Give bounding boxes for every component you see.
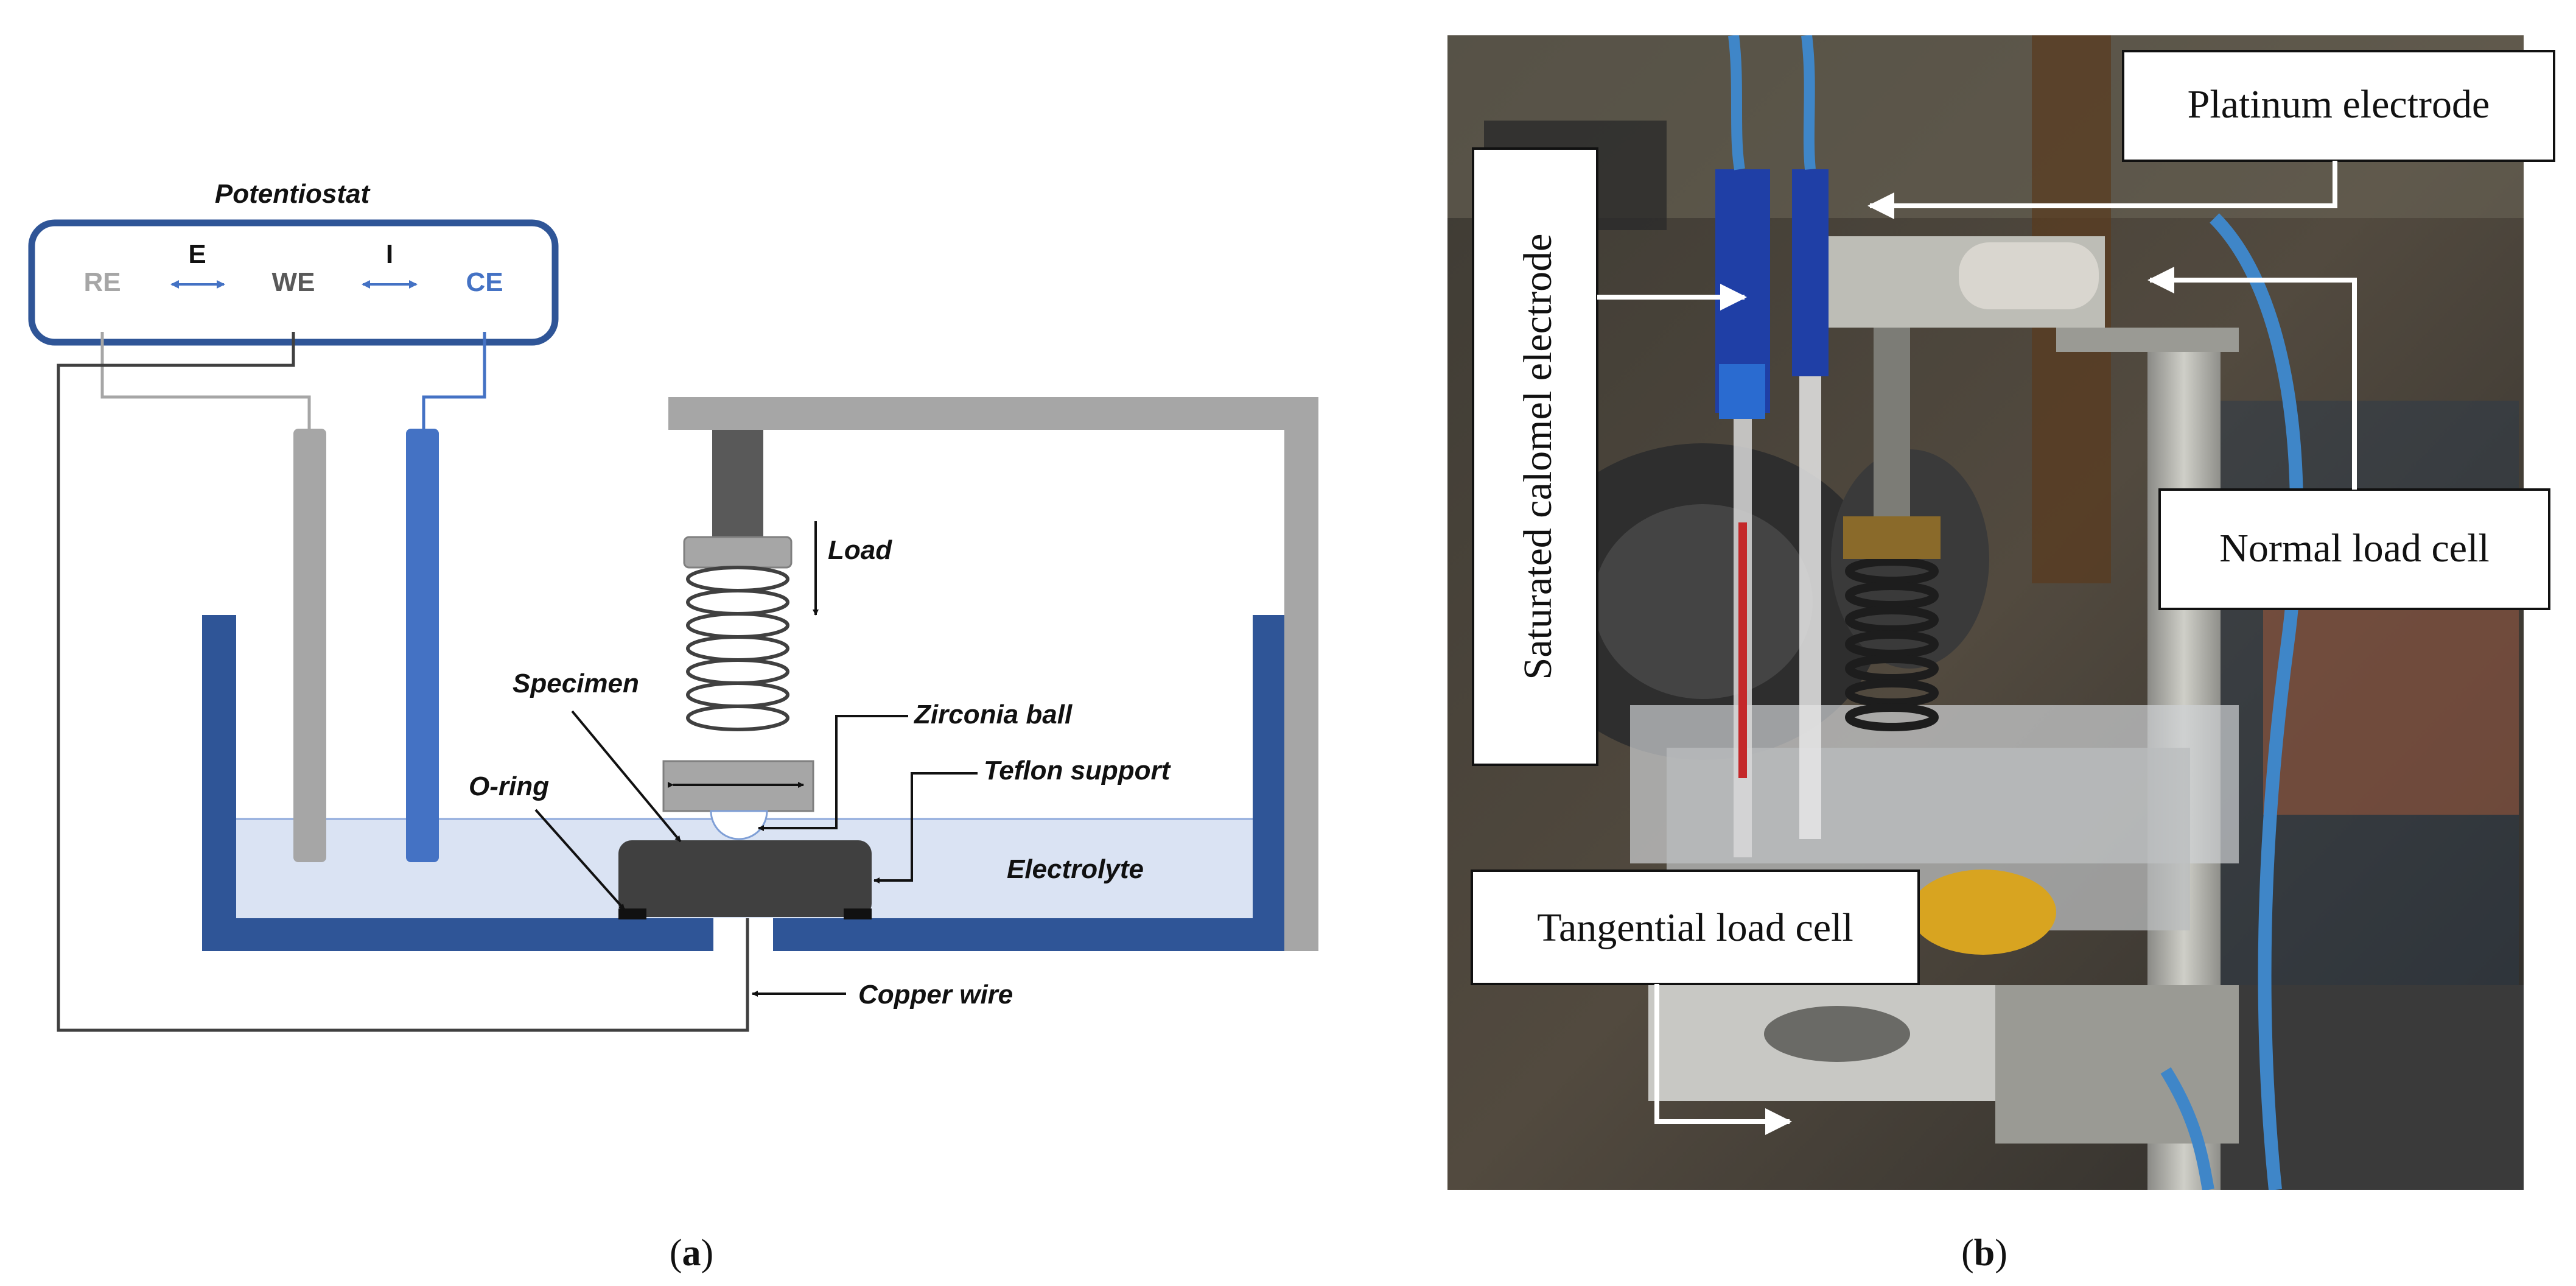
load-shaft	[712, 430, 763, 538]
panel-b-photo: Platinum electrode Saturated calomel ele…	[1447, 35, 2555, 1274]
calomel-electrode-label: Saturated calomel electrode	[1516, 234, 1560, 680]
tangential-load-cell-arrow	[1654, 984, 1792, 1135]
calomel-electrode-callout: Saturated calomel electrode	[1472, 147, 1598, 766]
platinum-electrode-arrow	[1867, 161, 2337, 219]
load-plate-top	[683, 536, 793, 569]
o-ring-right	[844, 908, 872, 919]
normal-load-cell-callout: Normal load cell	[2158, 488, 2550, 610]
o-ring-label: O-ring	[469, 771, 549, 801]
caption-b-letter: b	[1974, 1232, 1995, 1274]
platinum-electrode-callout: Platinum electrode	[2122, 50, 2555, 162]
ce-terminal-label: CE	[466, 267, 503, 297]
potential-label: E	[188, 239, 206, 269]
copper-wire-label: Copper wire	[858, 980, 1013, 1010]
o-ring-leader	[534, 809, 626, 911]
zirconia-ball	[710, 810, 768, 840]
specimen-label: Specimen	[513, 669, 639, 698]
reference-electrode-rod	[293, 429, 326, 862]
re-terminal-label: RE	[83, 267, 121, 297]
teflon-support-leader	[873, 772, 978, 884]
load-label: Load	[828, 535, 892, 565]
caption-a: (a)	[670, 1232, 713, 1274]
potentiostat: Potentiostat RE WE CE E I	[28, 179, 559, 346]
specimen-leader	[571, 710, 682, 843]
loading-frame-post	[1284, 430, 1318, 951]
counter-electrode-rod	[406, 429, 439, 862]
panel-a-schematic: Potentiostat RE WE CE E I	[28, 179, 1318, 1274]
teflon-support	[618, 840, 872, 917]
we-terminal-label: WE	[272, 267, 315, 297]
ce-wire	[422, 332, 486, 434]
we-wire	[57, 332, 749, 1032]
electrolyte-label: Electrolyte	[1007, 854, 1144, 884]
zirconia-ball-leader	[758, 715, 908, 831]
teflon-support-label: Teflon support	[984, 756, 1172, 785]
normal-load-cell-label: Normal load cell	[2219, 526, 2490, 571]
current-label: I	[386, 239, 393, 269]
re-wire	[100, 332, 311, 434]
caption-a-letter: a	[682, 1232, 701, 1274]
photo-canvas	[1447, 35, 2524, 1190]
potentiostat-title: Potentiostat	[215, 179, 371, 209]
load-spring	[686, 566, 789, 731]
caption-b: (b)	[1961, 1232, 2007, 1274]
tangential-load-cell-label: Tangential load cell	[1537, 905, 1853, 950]
normal-load-cell-arrow	[2147, 267, 2357, 490]
photo-arrows	[1597, 161, 2357, 1135]
tangential-load-cell-callout: Tangential load cell	[1471, 870, 1920, 985]
loading-frame-top	[668, 397, 1318, 430]
platinum-electrode-label: Platinum electrode	[2188, 82, 2490, 127]
o-ring-left	[618, 908, 646, 919]
zirconia-ball-label: Zirconia ball	[913, 700, 1073, 729]
